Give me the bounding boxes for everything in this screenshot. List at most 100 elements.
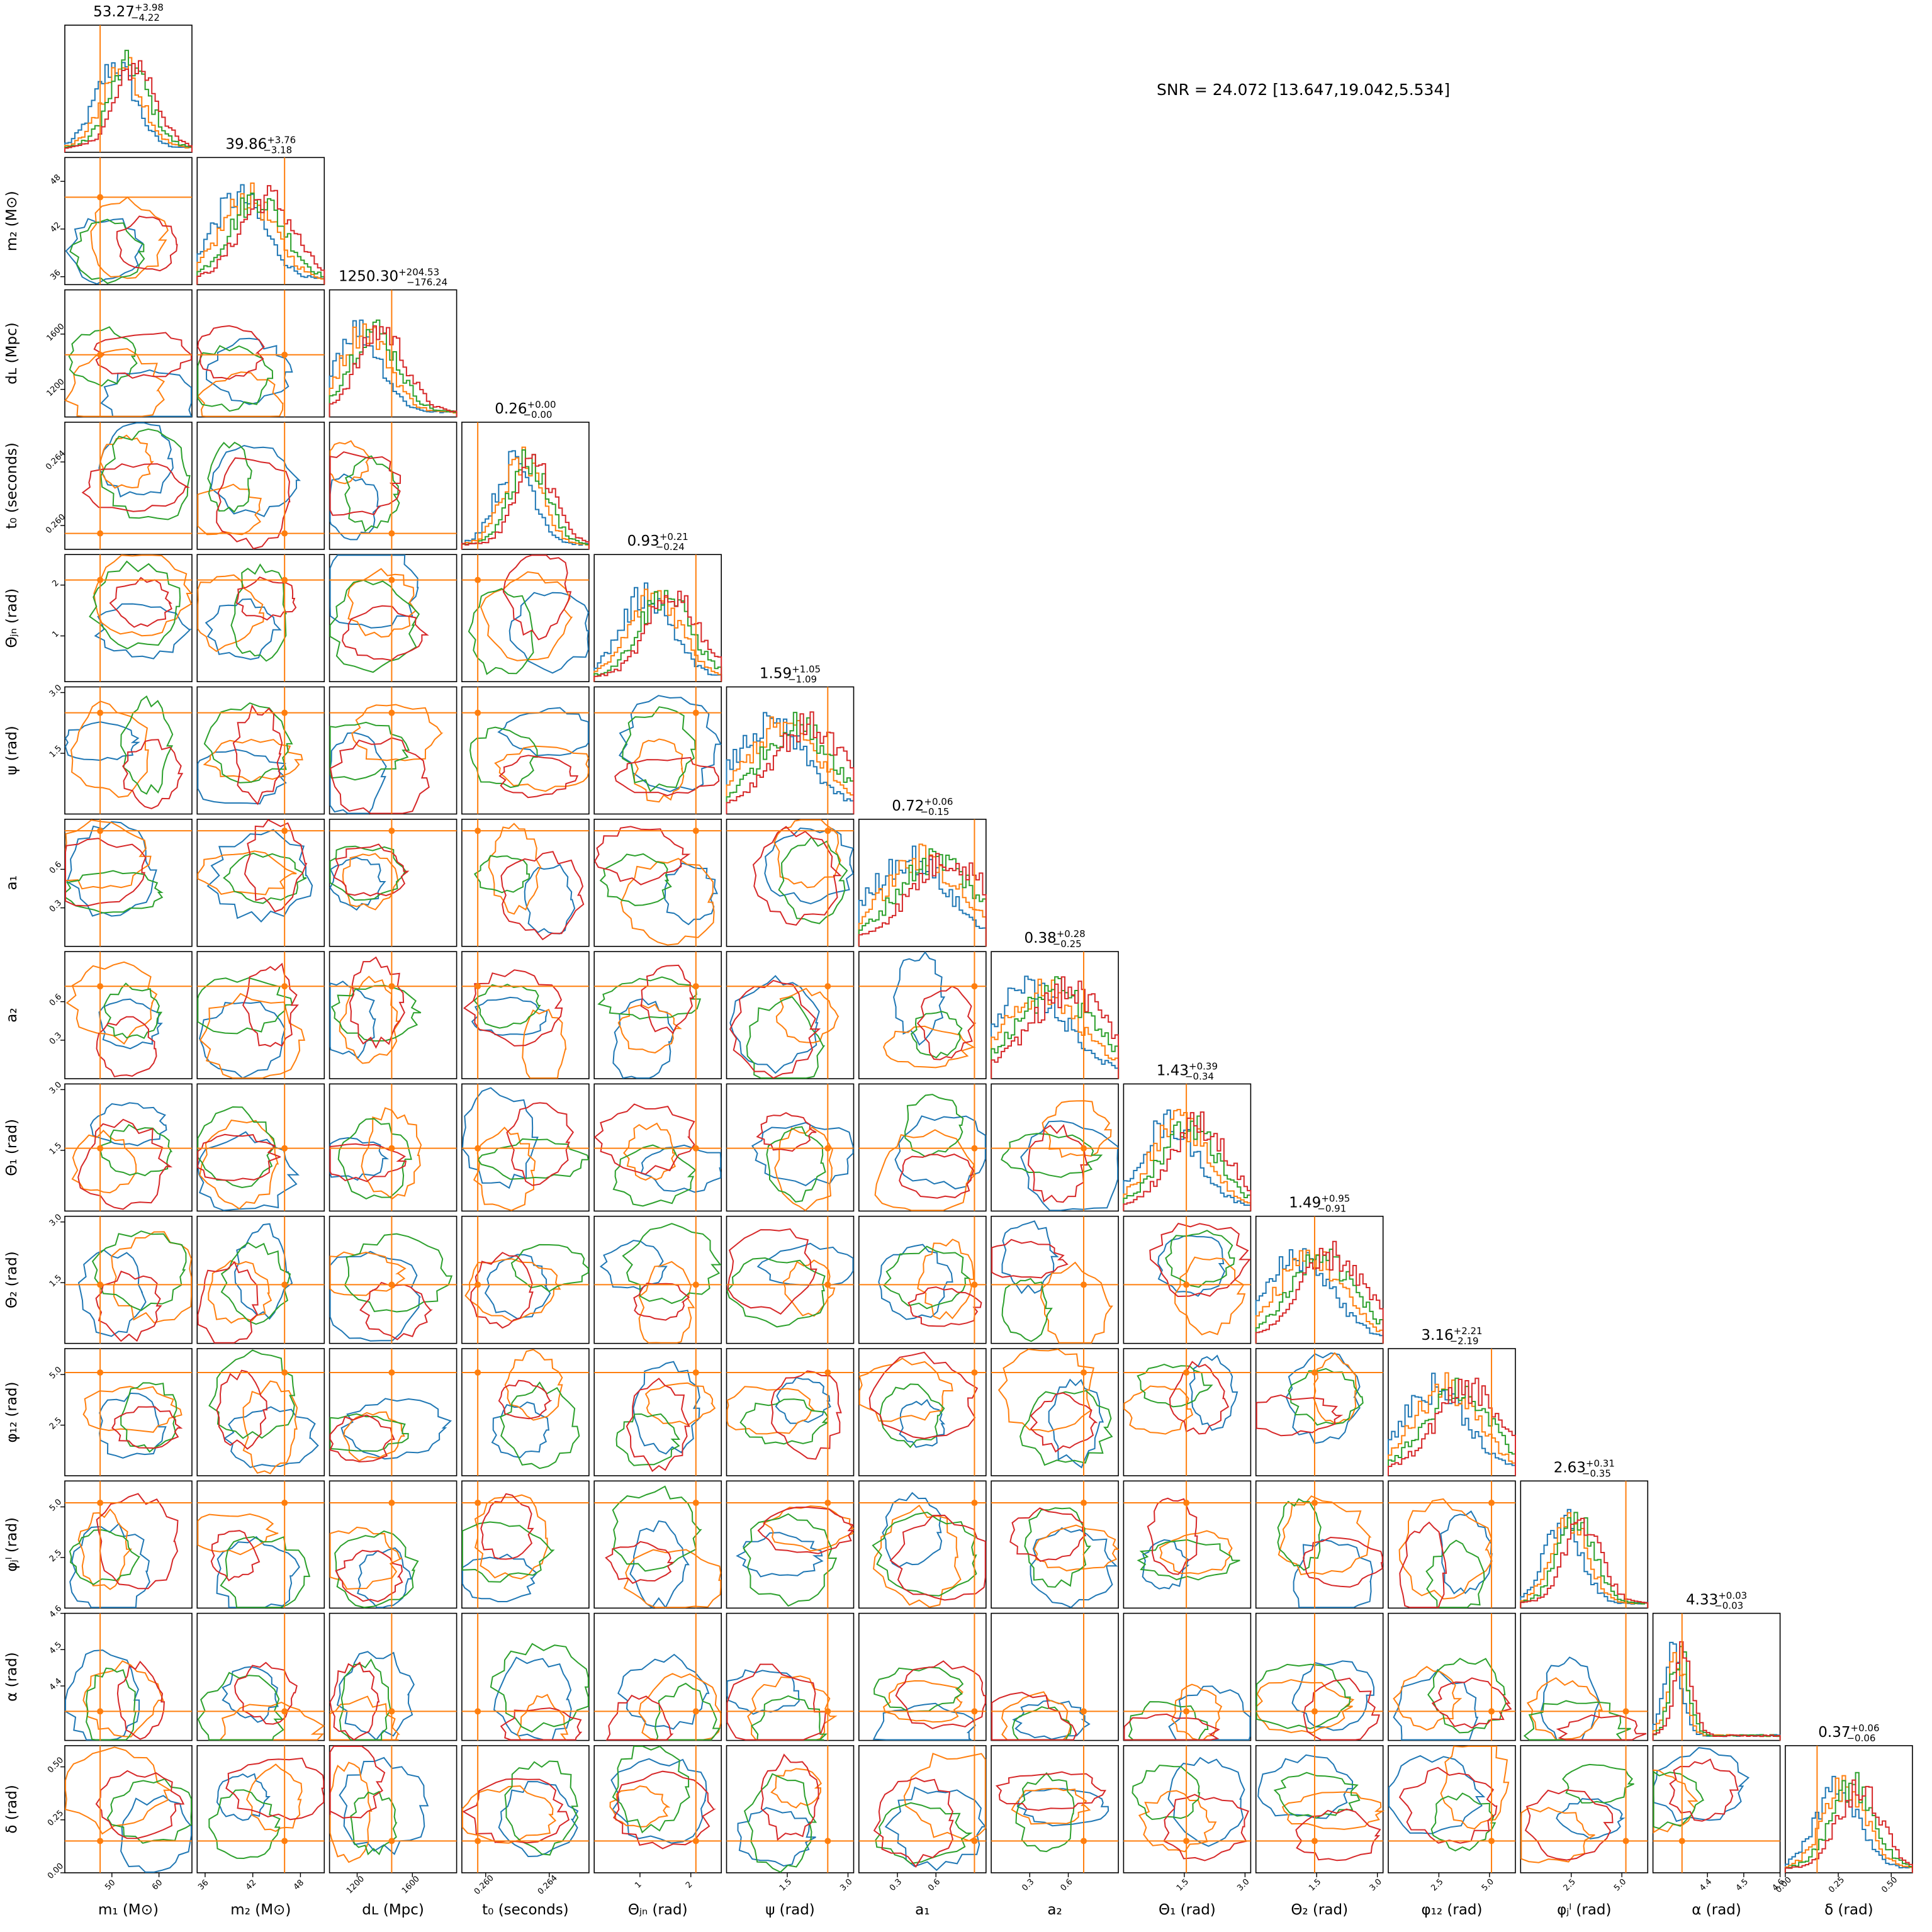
contour-m2-phi12-series-1 xyxy=(242,1380,298,1474)
contour-dL-alpha-series-2 xyxy=(339,1658,393,1741)
contour-t0-phi_jl-series-2 xyxy=(461,1521,555,1583)
xtick-label-dL-1: 1600 xyxy=(400,1874,422,1895)
xtick-label-psi-1: 3.0 xyxy=(838,1877,854,1893)
truth-marker-dL-psi xyxy=(388,709,395,716)
truth-marker-t0-theta1 xyxy=(475,1145,481,1152)
histogram-psi-series-3 xyxy=(726,711,855,814)
histogram-theta_jn-series-3 xyxy=(593,590,722,682)
histogram-phi12-series-3 xyxy=(1388,1378,1516,1476)
truth-marker-dL-phi12 xyxy=(388,1369,395,1376)
contour-a2-alpha-series-3 xyxy=(991,1692,1078,1741)
title-minus-phi_jl: −0.35 xyxy=(1582,1468,1611,1479)
truth-marker-m1-alpha xyxy=(97,1708,104,1715)
contour-theta_jn-alpha-series-3 xyxy=(605,1694,674,1741)
contour-dL-delta-series-3 xyxy=(329,1745,386,1819)
title-plus-phi12: +2.21 xyxy=(1454,1325,1483,1337)
contour-a2-theta2-series-0 xyxy=(1001,1220,1059,1295)
histogram-psi-series-2 xyxy=(726,712,855,814)
contour-m2-phi12-series-3 xyxy=(216,1369,268,1450)
contour-dL-a1-series-0 xyxy=(329,856,386,911)
contour-theta_jn-delta-series-2 xyxy=(612,1745,690,1834)
contour-t0-phi_jl-series-3 xyxy=(480,1493,534,1560)
truth-marker-theta_jn-delta xyxy=(692,1838,699,1845)
contour-a2-theta1-series-3 xyxy=(1027,1124,1088,1203)
title-minus-psi: −1.09 xyxy=(788,674,817,685)
xtick-label-t0-0: 0.260 xyxy=(473,1873,496,1897)
histogram-theta1-series-3 xyxy=(1123,1111,1252,1211)
contour-a1-phi12-series-0 xyxy=(899,1398,946,1448)
ylabel-phi_jl: φⱼˡ (rad) xyxy=(4,1517,20,1571)
contour-a1-phi12-series-1 xyxy=(858,1357,953,1422)
title-median-phi12: 3.16 xyxy=(1421,1327,1453,1344)
ylabel-psi: ψ (rad) xyxy=(4,726,20,775)
contour-a1-phi_jl-series-2 xyxy=(872,1512,977,1597)
truth-marker-theta1-phi_jl xyxy=(1183,1500,1190,1507)
title-median-phi_jl: 2.63 xyxy=(1554,1459,1586,1476)
xlabel-t0: t₀ (seconds) xyxy=(482,1902,569,1918)
contour-psi-theta1-series-2 xyxy=(766,1126,826,1203)
contour-a1-a2-series-1 xyxy=(882,1025,976,1069)
contour-psi-theta2-series-3 xyxy=(727,1228,817,1315)
contour-m2-a1-series-3 xyxy=(244,819,308,913)
title-t0: 0.26+0.00−0.00 xyxy=(495,399,556,420)
contour-dL-phi_jl-series-0 xyxy=(357,1547,412,1609)
histogram-delta-series-3 xyxy=(1784,1779,1913,1873)
contour-a1-delta-series-3 xyxy=(873,1777,954,1868)
xtick-label-phi12-0: 2.5 xyxy=(1429,1877,1445,1893)
truth-marker-a1-phi_jl xyxy=(971,1500,978,1507)
contour-theta_jn-a2-series-2 xyxy=(597,976,702,1020)
contour-m1-a2-series-1 xyxy=(65,961,158,1045)
truth-marker-t0-alpha xyxy=(475,1708,481,1715)
contour-theta_jn-phi_jl-series-3 xyxy=(605,1541,675,1585)
truth-marker-theta1-theta2 xyxy=(1183,1281,1190,1288)
title-minus-a1: −0.15 xyxy=(920,806,949,817)
ytick-label-m2-0: 36 xyxy=(48,268,62,282)
ytick-label-delta-2: 0.50 xyxy=(46,1756,65,1775)
contour-phi12-delta-series-3 xyxy=(1398,1766,1498,1844)
contour-psi-a2-series-3 xyxy=(729,979,821,1079)
truth-marker-t0-phi_jl xyxy=(475,1500,481,1507)
contour-psi-a1-series-1 xyxy=(773,819,841,889)
contour-t0-a2-series-2 xyxy=(473,984,541,1029)
ylabel-a1: a₁ xyxy=(4,875,20,890)
ylabel-phi12: φ₁₂ (rad) xyxy=(4,1381,20,1442)
truth-marker-theta_jn-psi xyxy=(692,709,699,716)
contour-m2-theta2-series-1 xyxy=(208,1260,272,1324)
contour-phi_jl-delta-series-1 xyxy=(1520,1807,1595,1863)
contour-m1-alpha-series-3 xyxy=(116,1660,165,1740)
truth-marker-m1-m2 xyxy=(97,194,104,201)
panel-frame-dL-a1 xyxy=(329,819,458,947)
contour-m2-a1-series-1 xyxy=(197,850,297,896)
title-a2: 0.38+0.28−0.25 xyxy=(1025,928,1086,950)
contour-m2-alpha-series-0 xyxy=(222,1666,279,1723)
panel-frame-a1-delta xyxy=(858,1745,987,1873)
title-plus-dL: +204.53 xyxy=(398,267,439,278)
xlabel-theta_jn: Θⱼₙ (rad) xyxy=(628,1902,688,1918)
contour-theta2-phi_jl-series-0 xyxy=(1293,1539,1373,1609)
truth-marker-m1-theta1 xyxy=(97,1145,104,1152)
title-plus-delta: +0.06 xyxy=(1851,1722,1880,1734)
truth-marker-dL-theta_jn xyxy=(388,576,395,583)
contour-theta1-theta2-series-0 xyxy=(1157,1235,1226,1297)
title-median-theta_jn: 0.93 xyxy=(627,533,660,549)
contour-t0-psi-series-0 xyxy=(497,707,589,756)
contour-dL-theta2-series-3 xyxy=(359,1281,433,1340)
contour-m2-a1-series-2 xyxy=(223,852,307,904)
panel-frame-theta2-alpha xyxy=(1255,1612,1384,1741)
snr-annotation: SNR = 24.072 [13.647,19.042,5.534] xyxy=(1157,81,1451,99)
ytick-label-theta1-1: 3.0 xyxy=(48,1080,64,1096)
contour-theta2-delta-series-2 xyxy=(1273,1772,1361,1819)
contour-a1-delta-series-2 xyxy=(875,1802,973,1865)
panel-frame-dL-psi xyxy=(329,686,458,815)
contour-theta1-phi12-series-2 xyxy=(1137,1364,1213,1408)
contour-t0-theta_jn-series-2 xyxy=(468,588,534,675)
truth-marker-m1-dL xyxy=(97,351,104,358)
contour-a1-theta2-series-0 xyxy=(878,1244,953,1320)
truth-marker-m1-phi_jl xyxy=(97,1500,104,1507)
contour-psi-theta1-series-1 xyxy=(774,1126,833,1211)
contour-a2-phi12-series-2 xyxy=(1019,1390,1113,1466)
contour-dL-theta2-series-2 xyxy=(344,1233,453,1313)
contour-dL-theta_jn-series-1 xyxy=(347,568,417,638)
ytick-label-dL-0: 1200 xyxy=(45,377,67,398)
contour-a1-theta2-series-1 xyxy=(917,1238,975,1320)
